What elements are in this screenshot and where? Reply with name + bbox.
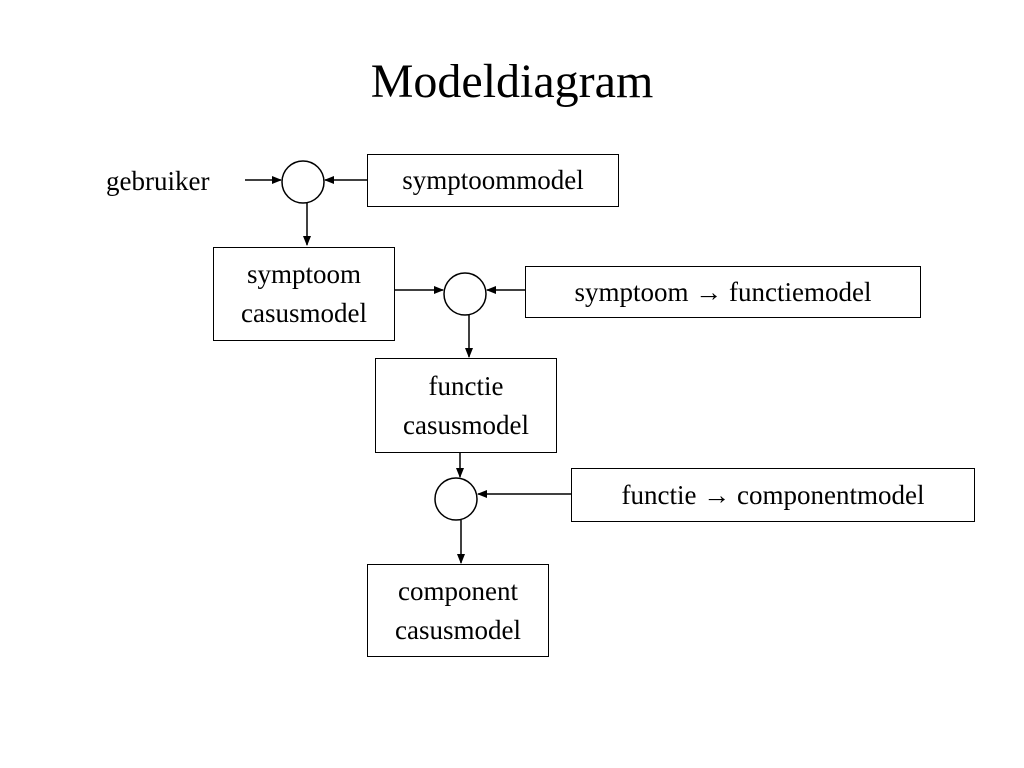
diagram-title: Modeldiagram	[370, 55, 654, 108]
junction-2-circle	[443, 272, 487, 316]
functie-casusmodel-box: functie casusmodel	[375, 358, 557, 453]
junction-1-circle	[281, 160, 325, 204]
functie-componentmodel-label: functie → componentmodel	[621, 479, 925, 510]
symptoom-casusmodel-line1: symptoom	[246, 259, 361, 289]
functie-casusmodel-line1: functie	[428, 370, 504, 401]
component-casusmodel-line1: component	[398, 575, 518, 606]
functie-componentmodel-box: functie → componentmodel	[571, 468, 975, 522]
gebruiker-label: gebruiker	[106, 166, 210, 196]
symptoom-casusmodel-line2: casusmodel	[241, 298, 367, 328]
symptoommodel-label: symptoommodel	[402, 165, 584, 195]
component-casusmodel-line2: casusmodel	[395, 614, 521, 645]
junction-3-circle	[434, 477, 478, 521]
functie-casusmodel-line2: casusmodel	[403, 409, 529, 440]
symptoom-casusmodel-box: symptoom casusmodel	[213, 247, 395, 341]
symptoom-functiemodel-box: symptoom → functiemodel	[525, 266, 921, 318]
component-casusmodel-box: component casusmodel	[367, 564, 549, 657]
symptoom-functiemodel-label: symptoom → functiemodel	[574, 276, 872, 307]
symptoommodel-box: symptoommodel	[367, 154, 619, 207]
